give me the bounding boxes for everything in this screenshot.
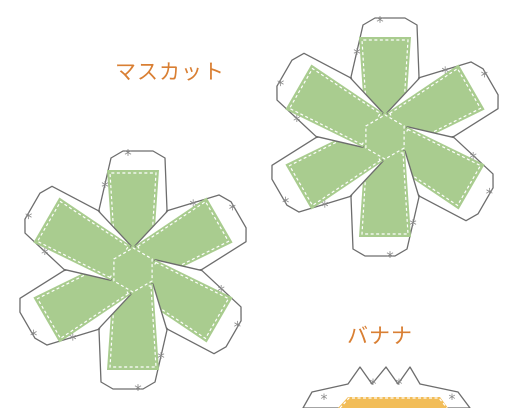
fold-line — [339, 397, 448, 408]
glue-mark-icon: * — [396, 377, 403, 393]
flower-petal: ** — [386, 61, 499, 148]
petal-panel — [285, 126, 383, 210]
flower-petal: ** — [386, 126, 497, 222]
petal-panel — [33, 259, 131, 343]
glue-mark-icon: * — [134, 376, 142, 394]
petal-panel — [387, 64, 485, 148]
muscat-label: マスカット — [115, 60, 225, 84]
glue-mark-icon: * — [370, 377, 377, 393]
petal-panel — [285, 64, 383, 148]
glue-mark-icon: * — [376, 13, 384, 31]
glue-mark-icon: * — [409, 211, 417, 229]
fold-line — [113, 247, 153, 293]
banana-net: * * * * — [302, 366, 471, 408]
petal-panel — [135, 259, 233, 343]
glue-mark-icon: * — [449, 392, 456, 408]
muscat-net-upper: ************ — [271, 13, 499, 261]
center-hexagon — [112, 246, 154, 294]
muscat-net-lower: ************ — [19, 146, 247, 394]
glue-mark-icon: * — [124, 146, 132, 164]
fold-line — [365, 114, 405, 160]
petal-panel — [33, 197, 131, 281]
banana-panel — [338, 397, 448, 408]
center-hexagon — [364, 113, 406, 161]
flower-petal: ** — [21, 185, 132, 281]
banana-label: バナナ — [347, 324, 413, 348]
glue-mark-icon: * — [353, 45, 361, 63]
glue-mark-icon: * — [157, 344, 165, 362]
petal-panel — [135, 197, 233, 281]
glue-mark-icon: * — [386, 243, 394, 261]
glue-mark-icon: * — [101, 178, 109, 196]
glue-mark-icon: * — [321, 392, 328, 408]
petal-panel — [387, 126, 485, 210]
